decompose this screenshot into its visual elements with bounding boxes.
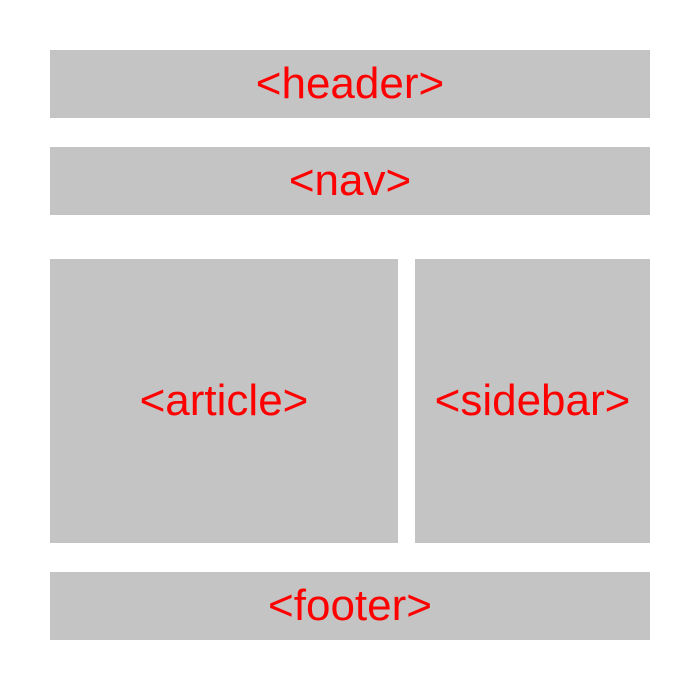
sidebar-label: <sidebar> [434, 376, 631, 425]
article-block: <article> [50, 259, 398, 543]
header-block: <header> [50, 50, 650, 118]
nav-block: <nav> [50, 147, 650, 215]
footer-block: <footer> [50, 572, 650, 640]
article-label: <article> [139, 376, 309, 425]
footer-label: <footer> [268, 581, 432, 630]
header-label: <header> [255, 59, 445, 108]
sidebar-block: <sidebar> [415, 259, 650, 543]
nav-label: <nav> [288, 156, 412, 205]
